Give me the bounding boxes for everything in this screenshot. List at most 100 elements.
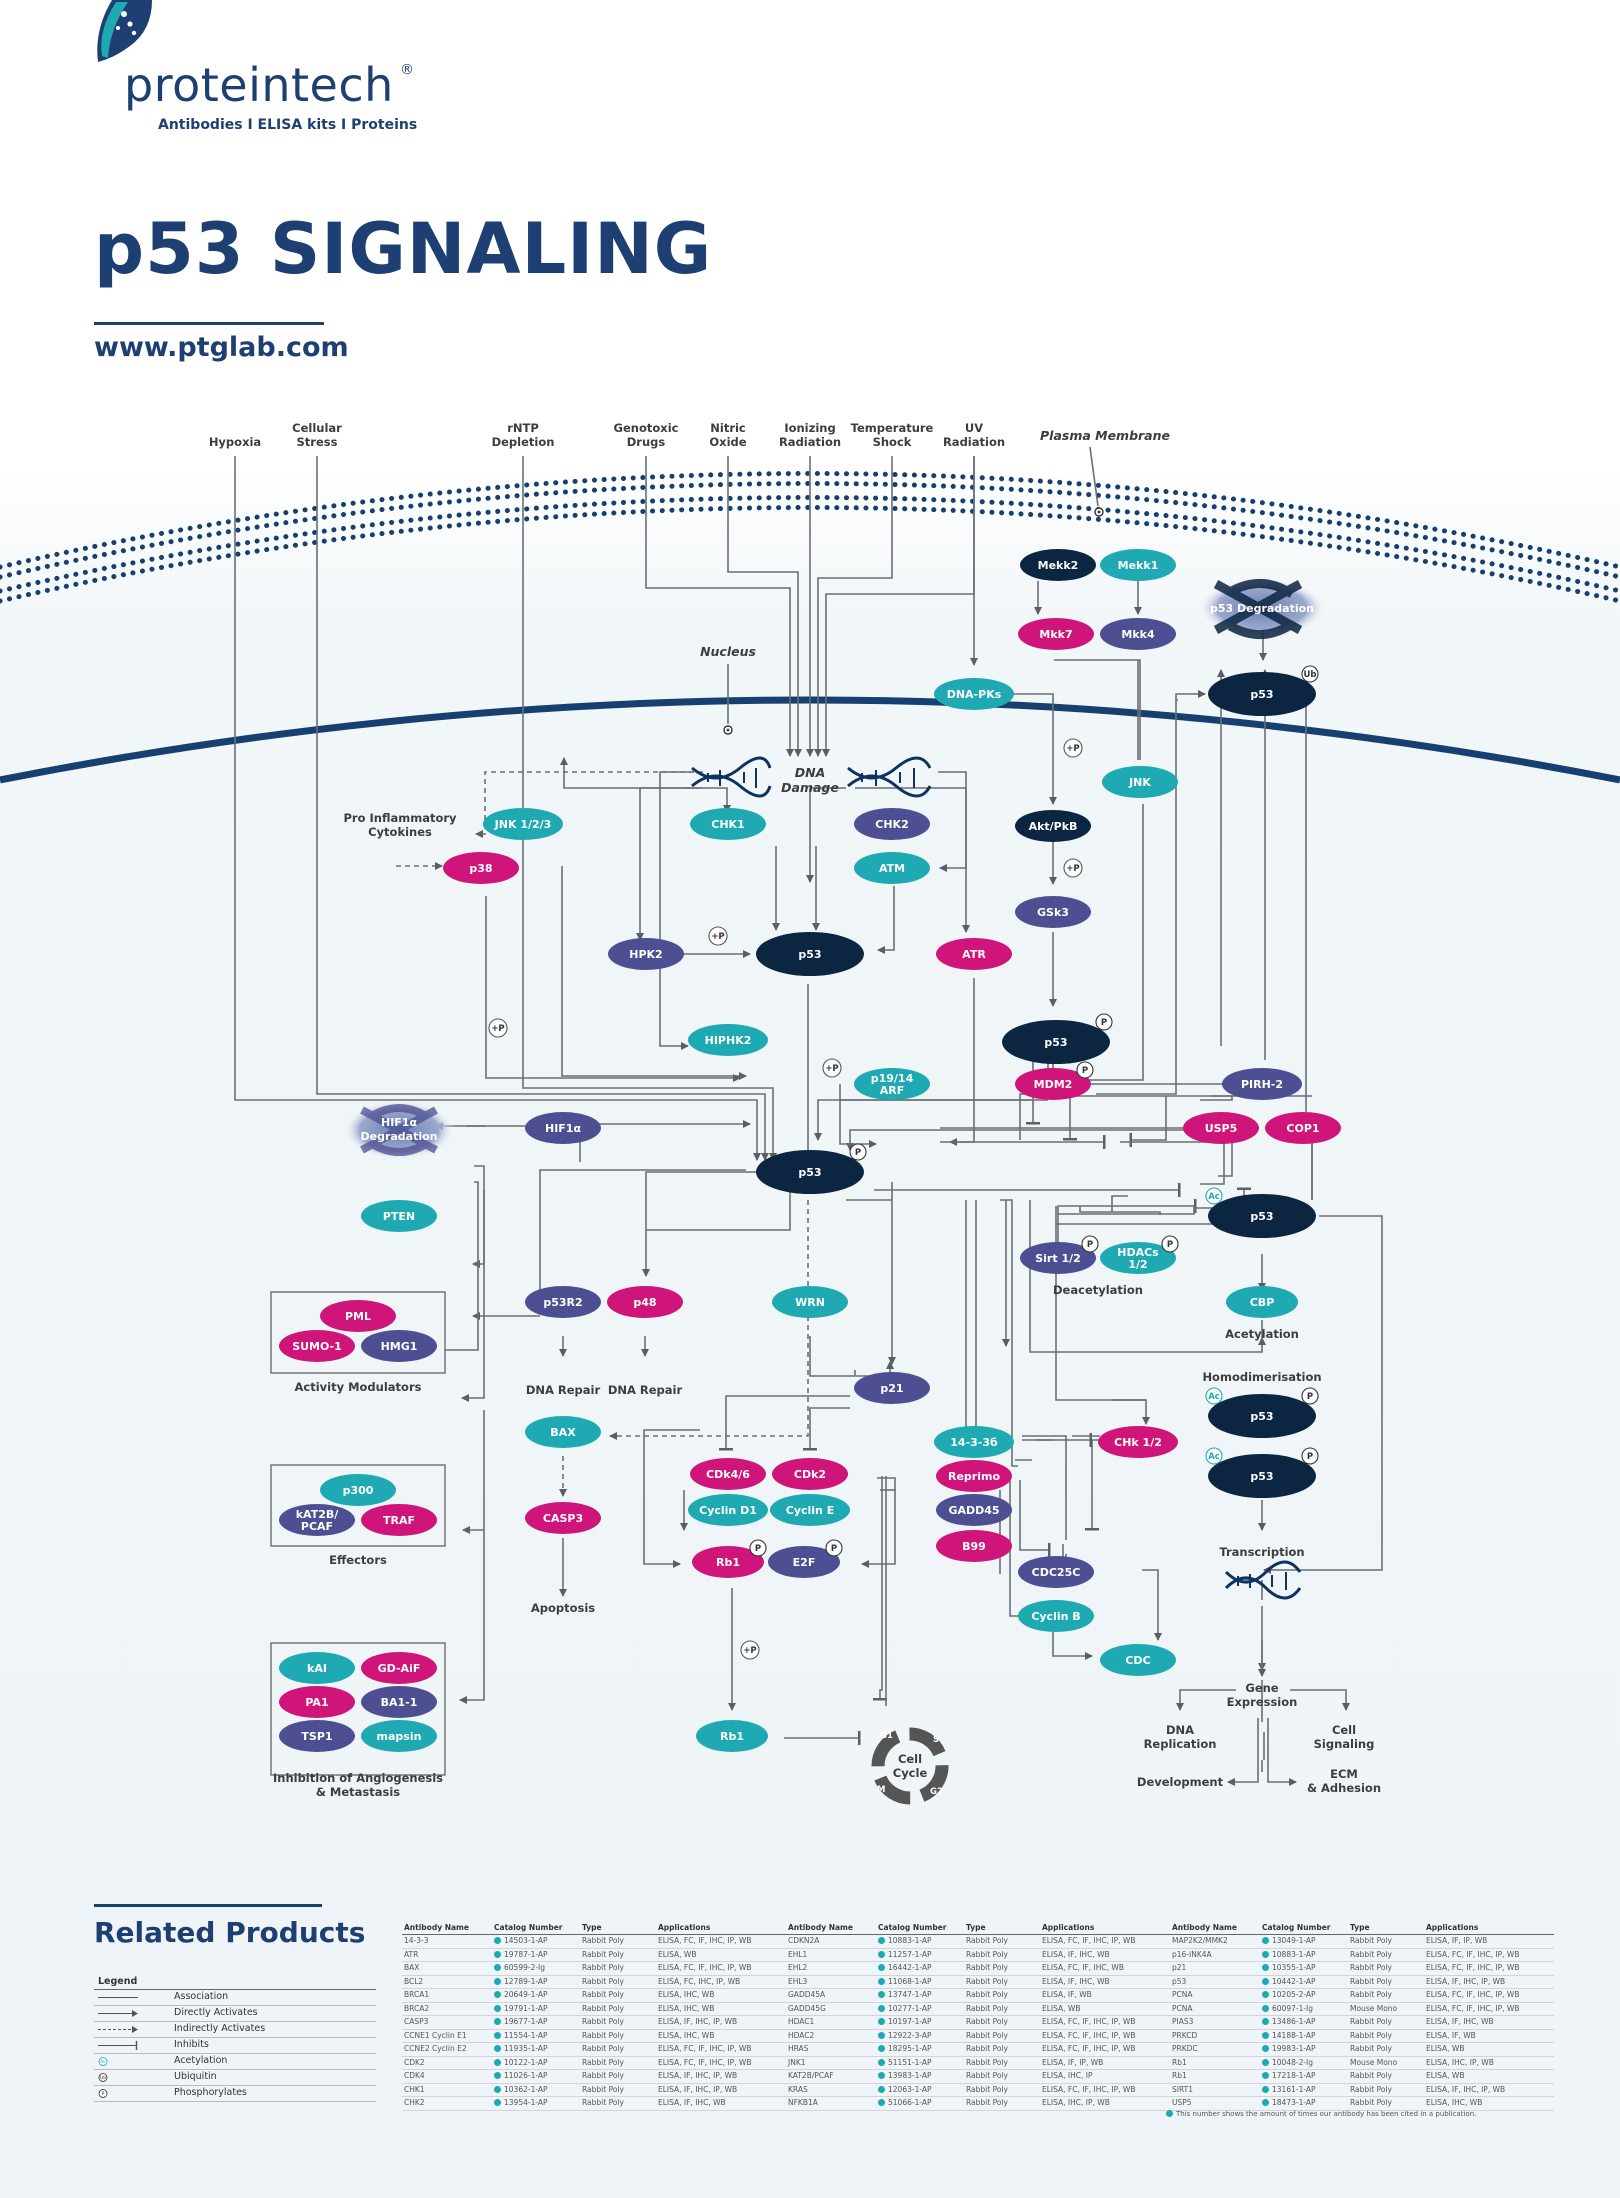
badge-label: Ac [1208,1452,1220,1462]
catalog-number[interactable]: 11554-1-AP [494,2031,548,2040]
catalog-number[interactable]: 14503-1-AP [494,1936,548,1945]
catalog-number[interactable]: 11257-1-AP [878,1950,932,1959]
catalog-number[interactable]: 10883-1-AP [878,1936,932,1945]
catalog-number[interactable]: 10197-1-AP [878,2017,932,2026]
catalog-number[interactable]: 51066-1-AP [878,2098,932,2107]
catalog-number[interactable]: 10355-1-AP [1262,1963,1316,1972]
catalog-number[interactable]: 17218-1-AP [1262,2071,1316,2080]
catalog-number[interactable]: 11935-1-AP [494,2044,548,2053]
catalog-number[interactable]: 13954-1-AP [494,2098,548,2107]
catalog-number[interactable]: 13747-1-AP [878,1990,932,1999]
antibody-name: Rb1 [1172,2071,1187,2080]
catalog-number[interactable]: 16442-1-AP [878,1963,932,1972]
catalog-number[interactable]: 19983-1-AP [1262,2044,1316,2053]
cell-cycle-label-2: Cycle [893,1766,928,1780]
citation-count-icon [494,2072,501,2079]
catalog-number[interactable]: 19791-1-AP [494,2004,548,2013]
catalog-number[interactable]: 10205-2-AP [1262,1990,1316,1999]
catalog-number[interactable]: 10883-1-AP [1262,1950,1316,1959]
catalog-number[interactable]: 12922-3-AP [878,2031,932,2040]
antibody-type: Rabbit Poly [582,2084,624,2094]
node-label: Mkk7 [1039,628,1072,641]
antibody-type: Rabbit Poly [582,1949,624,1959]
antibody-name: CHK1 [404,2084,425,2094]
catalog-number[interactable]: 60097-1-Ig [1262,2004,1313,2013]
catalog-number[interactable]: 10277-1-AP [878,2004,932,2013]
node-label: p21 [880,1382,903,1395]
dna-helix-icon [691,756,772,798]
catalog-number[interactable]: 18295-1-AP [878,2044,932,2053]
catalog-number[interactable]: 60599-2-Ig [494,1963,545,1972]
catalog-number[interactable]: 11026-1-AP [494,2071,548,2080]
applications: ELISA, IHC, WB [1426,2098,1483,2107]
catalog-number[interactable]: 20649-1-AP [494,1990,548,1999]
node-gadd45: GADD45 [936,1494,1012,1526]
rntp-label-2: Depletion [492,435,555,449]
catalog-number[interactable]: 13983-1-AP [878,2071,932,2080]
catalog-number[interactable]: 13161-1-AP [1262,2085,1316,2094]
node-label: PML [345,1310,371,1323]
node-label: p53R2 [543,1296,582,1309]
catalog-number[interactable]: 14188-1-AP [1262,2031,1316,2040]
catalog-number[interactable]: 19787-1-AP [494,1950,548,1959]
catalog-number[interactable]: 13049-1-AP [1262,1936,1316,1945]
catalog-number[interactable]: 18473-1-AP [1262,2098,1316,2107]
catalog-number[interactable]: 10048-2-Ig [1262,2058,1313,2067]
antibody-name: 14-3-3 [404,1936,429,1945]
catalog-number[interactable]: 12063-1-AP [878,2085,932,2094]
node-p38: p38 [443,852,519,884]
antibody-name: CDK4 [404,2071,425,2080]
catalog-number[interactable]: 11068-1-AP [878,1977,932,1986]
catalog-number[interactable]: 12789-1-AP [494,1977,548,1986]
catalog-number[interactable]: 51151-1-AP [878,2058,932,2067]
applications: ELISA, IF, IHC, IP, WB [1426,1976,1506,1986]
website-link[interactable]: www.ptglab.com [94,332,349,363]
node-label: ATR [962,948,986,961]
catalog-number[interactable]: 10362-1-AP [494,2085,548,2094]
catalog-number[interactable]: 13486-1-AP [1262,2017,1316,2026]
catalog-number[interactable]: 10122-1-AP [494,2058,548,2067]
catalog-number[interactable]: 10442-1-AP [1262,1977,1316,1986]
catalog-number[interactable]: 19677-1-AP [494,2017,548,2026]
